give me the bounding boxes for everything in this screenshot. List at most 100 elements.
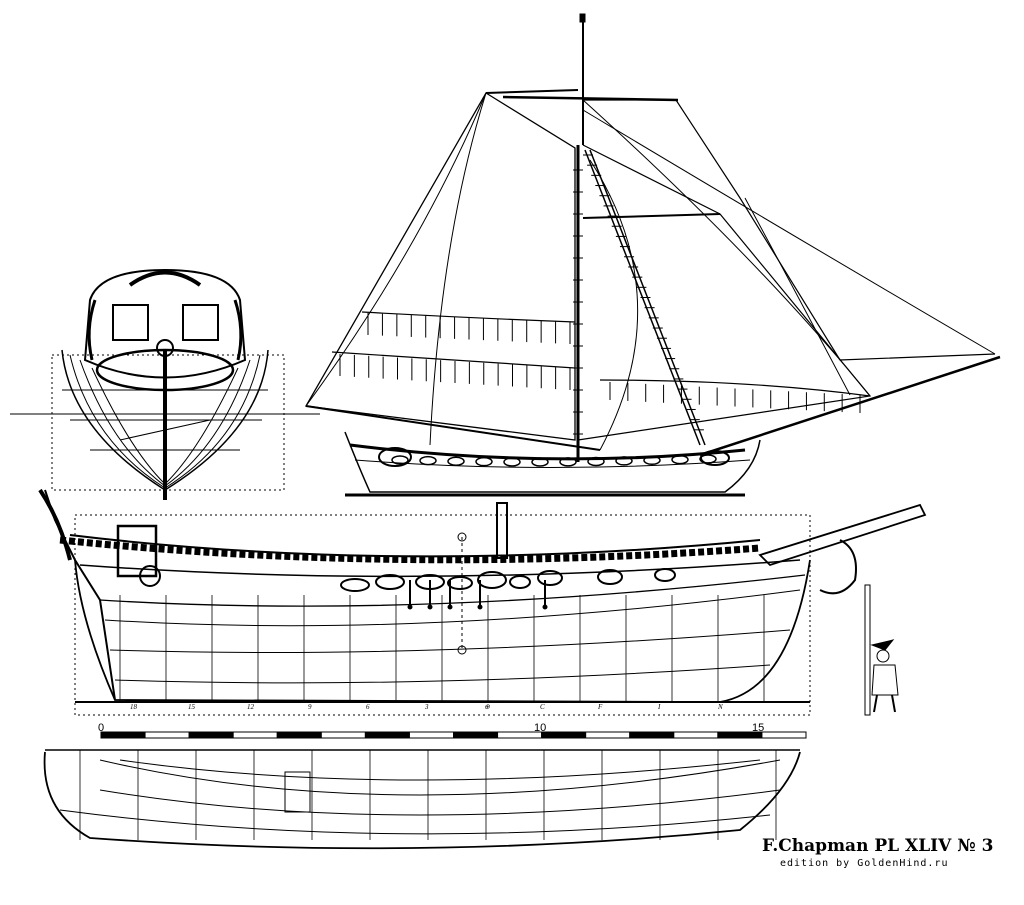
hull-medallion xyxy=(531,457,549,467)
stern-boss xyxy=(156,339,174,357)
hull-medallion xyxy=(447,456,465,466)
profile-rail-top xyxy=(69,534,761,558)
stern-scroll-left xyxy=(87,299,97,361)
stern-window-right xyxy=(182,304,219,341)
figure-hat xyxy=(870,639,895,651)
frame-number: C xyxy=(540,703,545,711)
profile-wale xyxy=(99,574,806,607)
frame-number: ⊕ xyxy=(484,703,490,711)
medallion xyxy=(597,569,623,585)
reef-points-3 xyxy=(609,382,861,413)
plate-credit: edition by GoldenHind.ru xyxy=(780,858,949,869)
frame-number: 6 xyxy=(366,703,370,711)
hull-medallion xyxy=(475,456,493,467)
scale-figure xyxy=(864,584,899,716)
oar-port xyxy=(447,604,453,610)
station-lines xyxy=(119,595,765,702)
hull-ornaments xyxy=(378,447,730,467)
stern-scroll-right xyxy=(233,299,243,361)
medallion xyxy=(509,575,531,589)
half-breadth-stations xyxy=(79,750,777,840)
scale-segment xyxy=(276,731,322,739)
jib-stay xyxy=(582,99,871,397)
hull-medallion xyxy=(671,454,689,465)
hull-medallions xyxy=(340,568,676,592)
hull-medallion xyxy=(419,455,437,466)
half-breadth-line-4 xyxy=(59,809,771,835)
oar-port xyxy=(427,604,433,610)
jib xyxy=(583,99,996,361)
waterline-1 xyxy=(109,629,791,653)
reef-band-2 xyxy=(331,351,576,369)
reef-points-2 xyxy=(339,354,571,390)
body-plan-grid xyxy=(51,354,285,491)
scale-bar xyxy=(100,731,807,739)
sail-plan-hull xyxy=(344,431,761,493)
ornament-frieze xyxy=(59,536,761,564)
jib-luff xyxy=(744,197,851,396)
hull-medallion xyxy=(643,455,661,466)
plate-title: F.Chapman PL XLIV № 3 xyxy=(762,836,994,856)
medallion xyxy=(340,578,370,592)
oar-port xyxy=(542,604,548,610)
medallion xyxy=(477,571,507,589)
mainsail xyxy=(304,92,576,441)
quarter-cartouche xyxy=(378,447,412,467)
frame-number: F xyxy=(598,703,603,711)
scale-pole xyxy=(864,584,871,716)
hull-medallion xyxy=(587,456,605,467)
half-breadth-line-2 xyxy=(119,759,761,781)
hull-medallion xyxy=(559,457,577,467)
sail-plan-rail xyxy=(349,443,746,461)
scale-segment xyxy=(453,731,499,739)
sail-plan-wale xyxy=(354,459,751,468)
frame-number: I xyxy=(658,703,661,711)
mast-partner xyxy=(284,771,311,813)
hull-medallion xyxy=(503,457,521,467)
profile-plan xyxy=(38,488,927,716)
hull-medallion xyxy=(615,456,633,466)
mainsail-seam xyxy=(429,92,487,446)
medallion xyxy=(447,576,473,590)
half-breadth-outline xyxy=(43,751,801,850)
scale-segment xyxy=(232,731,278,739)
profile-rail-mid xyxy=(79,559,801,578)
half-breadth-line-3 xyxy=(99,789,781,816)
frame-number: 18 xyxy=(130,703,137,711)
scale-segment xyxy=(364,731,410,739)
scale-label-15: 15 xyxy=(752,722,765,734)
frame-number: 15 xyxy=(188,703,195,711)
stern-cartouche xyxy=(95,348,235,392)
quarter-rosette xyxy=(139,565,161,587)
scale-segment xyxy=(100,731,146,739)
oar-port xyxy=(407,604,413,610)
ratlines xyxy=(583,154,704,431)
scale-segment xyxy=(541,731,587,739)
figure-coat xyxy=(871,664,899,696)
scale-segment xyxy=(673,731,719,739)
taffrail-carving xyxy=(38,488,72,561)
scale-segment xyxy=(629,731,675,739)
hull-medallion xyxy=(391,455,409,465)
hull-medallion xyxy=(699,454,717,464)
medallion xyxy=(537,570,563,586)
frame-number: N xyxy=(718,703,723,711)
mainsail-leech xyxy=(305,92,487,407)
frame-number: 12 xyxy=(247,703,254,711)
profile-wale-2 xyxy=(104,589,801,627)
flying-jib-stay xyxy=(582,109,996,355)
mast-marker-top xyxy=(457,532,467,542)
frame-number: 3 xyxy=(425,703,429,711)
profile-bowsprit xyxy=(758,503,927,567)
scale-segment xyxy=(408,731,454,739)
medallion xyxy=(375,574,405,590)
scale-segment xyxy=(320,731,366,739)
body-diagonal xyxy=(119,419,211,441)
bowsprit xyxy=(699,355,1001,457)
stern-window-left xyxy=(112,304,149,341)
boom xyxy=(305,405,601,451)
half-breadth-plan xyxy=(43,749,801,850)
profile-mast xyxy=(496,502,508,559)
